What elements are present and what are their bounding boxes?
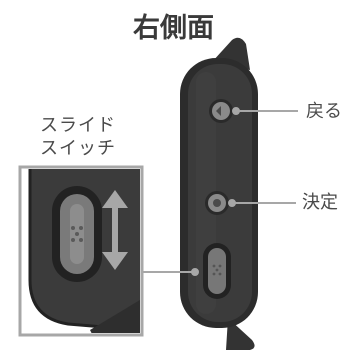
switch-callout-label-line2: スイッチ bbox=[40, 138, 116, 159]
page-title: 右側面 bbox=[133, 13, 214, 44]
leader-lines bbox=[140, 107, 298, 276]
zoom-inset bbox=[18, 165, 144, 337]
enter-callout-label: 決定 bbox=[302, 192, 338, 213]
device-side-view bbox=[180, 37, 258, 350]
inset-bottom-ear bbox=[90, 300, 140, 333]
back-callout-label: 戻る bbox=[306, 101, 342, 122]
switch-callout-label-line1: スライド bbox=[40, 115, 116, 136]
slide-switch-grip-icon bbox=[212, 264, 222, 276]
double-arrow-icon bbox=[102, 190, 128, 270]
enter-button-icon bbox=[213, 199, 221, 207]
back-arrow-icon bbox=[216, 106, 221, 116]
inset-switch-grip-icon bbox=[71, 226, 83, 242]
